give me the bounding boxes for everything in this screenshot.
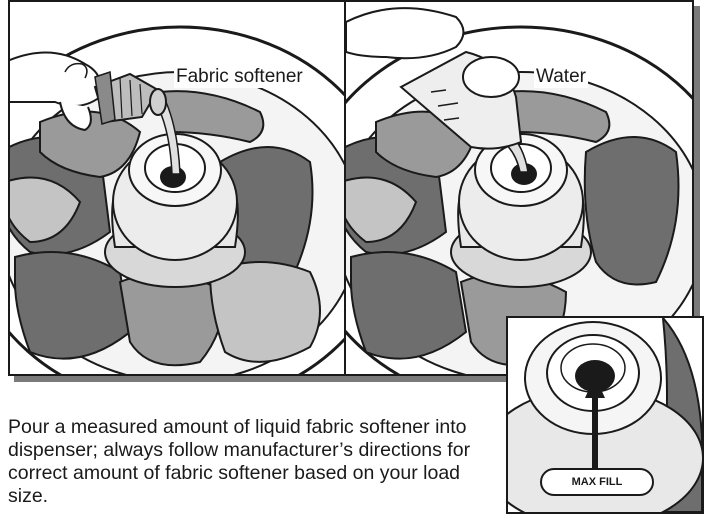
water-label: Water [534, 66, 588, 88]
fabric-softener-panel: Fabric softener [8, 0, 346, 376]
instruction-caption: Pour a measured amount of liquid fabric … [8, 416, 488, 508]
hand-pouring-cup-icon [346, 8, 464, 58]
dark-cloth [585, 137, 679, 285]
washer-drum-illustration [10, 2, 344, 374]
dark-cloth [351, 252, 466, 359]
fabric-softener-label: Fabric softener [174, 66, 305, 88]
max-fill-badge: MAX FILL [540, 468, 654, 496]
max-fill-inset: MAX FILL [506, 316, 704, 514]
light-cloth [210, 262, 320, 362]
